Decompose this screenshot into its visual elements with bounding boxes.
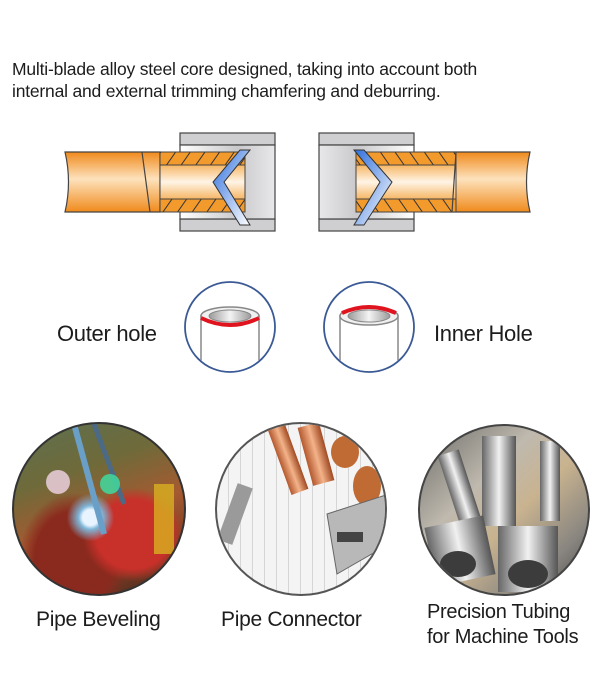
cutting-blade <box>212 149 252 226</box>
steel-fittings-photo <box>418 424 590 596</box>
caption-precision-tubing: Precision Tubing for Machine Tools <box>427 600 579 650</box>
intro-line-1: Multi-blade alloy steel core designed, t… <box>12 59 478 79</box>
welding-photo <box>12 422 186 596</box>
pipes-scene-icon <box>217 424 385 575</box>
intro-line-2: internal and external trimming chamferin… <box>12 81 441 101</box>
pipe-body <box>64 151 161 213</box>
internal-chamfer-diagram <box>318 132 531 232</box>
outer-hole-label: Outer hole <box>57 321 157 346</box>
housing-top <box>318 132 415 146</box>
cutting-blade <box>352 149 393 226</box>
housing-bottom <box>179 218 276 232</box>
inner-hole-label: Inner Hole <box>434 321 533 346</box>
caption-precision-tubing-line-1: Precision Tubing <box>427 601 571 623</box>
welding-scene-icon <box>46 424 174 554</box>
pipe-body <box>440 151 531 213</box>
inner-hole-icon <box>323 281 415 373</box>
outer-hole-icon <box>184 281 276 373</box>
caption-pipe-connector: Pipe Connector <box>221 608 362 631</box>
caption-precision-tubing-line-2: for Machine Tools <box>427 626 579 648</box>
housing-top <box>179 132 276 146</box>
copper-pipes-blueprint-photo <box>215 422 387 596</box>
intro-text: Multi-blade alloy steel core designed, t… <box>12 58 592 102</box>
fittings-scene-icon <box>424 436 560 592</box>
external-chamfer-diagram <box>64 132 276 232</box>
caption-pipe-beveling: Pipe Beveling <box>36 608 161 631</box>
